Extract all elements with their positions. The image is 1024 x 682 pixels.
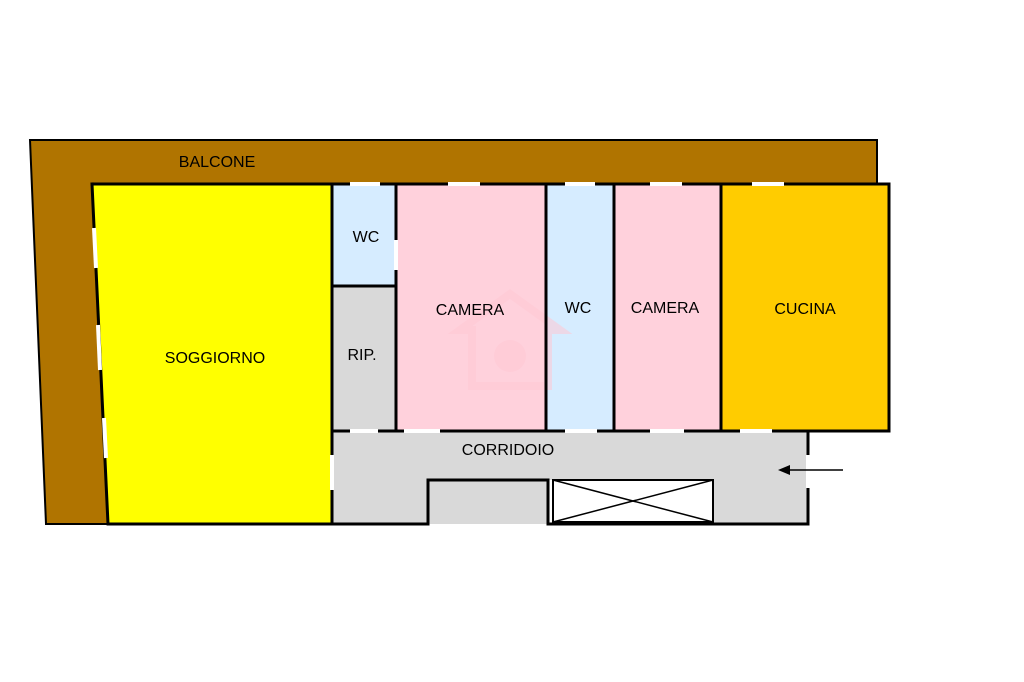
label-balcone: BALCONE	[179, 154, 255, 171]
label-camera-2: CAMERA	[631, 300, 700, 317]
cross-box-icon	[552, 479, 714, 523]
wc-large-area	[546, 184, 614, 431]
label-corridoio: CORRIDOIO	[462, 442, 554, 459]
corridor-lower-left	[332, 480, 428, 524]
label-ripostiglio: RIP.	[347, 347, 376, 364]
soggiorno-area	[92, 184, 332, 524]
corridoio-area	[332, 431, 808, 524]
house-watermark-icon	[447, 289, 573, 390]
label-camera-1: CAMERA	[436, 302, 505, 319]
label-soggiorno: SOGGIORNO	[165, 350, 265, 367]
camera-2-area	[614, 184, 721, 431]
label-wc-small: WC	[353, 229, 380, 246]
arrow-left-icon	[778, 465, 843, 475]
label-wc-large: WC	[565, 300, 592, 317]
cucina-area	[721, 184, 889, 431]
wc-small-area	[332, 184, 396, 286]
label-cucina: CUCINA	[774, 301, 836, 318]
openings	[92, 182, 810, 490]
ripostiglio-area	[332, 286, 396, 431]
